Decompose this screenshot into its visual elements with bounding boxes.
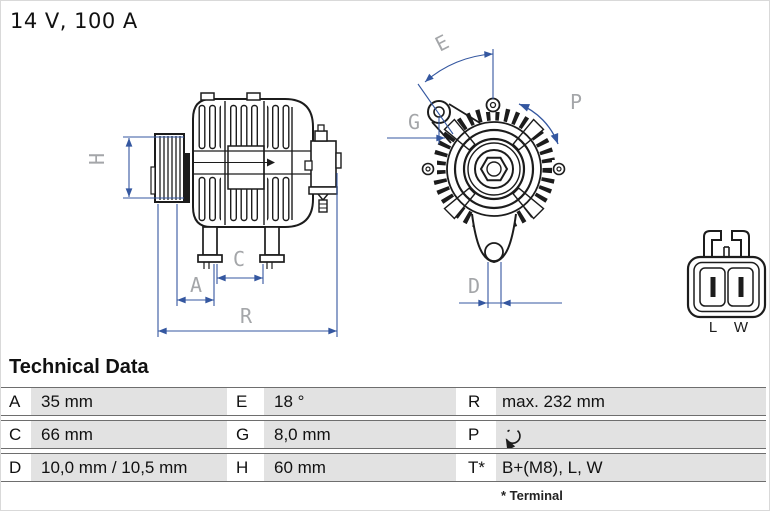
- front-view-drawing: [420, 97, 569, 264]
- table-row: D 10,0 mm / 10,5 mm H 60 mm T* B+(M8), L…: [1, 453, 766, 482]
- side-view-dimensions: [123, 136, 338, 337]
- page-title: 14 V, 100 A: [10, 9, 138, 33]
- spec-value: 18 °: [264, 388, 456, 415]
- spec-key: D: [1, 454, 31, 481]
- section-heading: Technical Data: [9, 356, 149, 378]
- dimension-label-r: R: [240, 304, 253, 328]
- connector-terminal-label-w: W: [734, 319, 749, 336]
- dimension-label-p: P: [570, 90, 582, 114]
- spec-key: A: [1, 388, 31, 415]
- terminal-footnote: * Terminal: [501, 488, 563, 503]
- spec-key: G: [227, 421, 264, 448]
- connector-diagram: [686, 230, 767, 319]
- spec-key: C: [1, 421, 31, 448]
- spec-value: 66 mm: [31, 421, 227, 448]
- spec-value: 10,0 mm / 10,5 mm: [31, 454, 227, 481]
- spec-value: max. 232 mm: [496, 388, 766, 415]
- dimension-label-c: C: [233, 247, 245, 271]
- dimension-label-h: H: [85, 153, 109, 165]
- dimension-label-d: D: [468, 274, 480, 298]
- dimension-label-e: E: [431, 30, 453, 57]
- dimension-label-a: A: [190, 273, 202, 297]
- connector-terminal-label-l: L: [709, 319, 717, 336]
- alternator-technical-drawing: H A C R: [85, 30, 767, 337]
- spec-value: 35 mm: [31, 388, 227, 415]
- side-view-drawing: [150, 92, 342, 269]
- technical-data-table: A 35 mm E 18 ° R max. 232 mm C 66 mm G 8…: [1, 387, 766, 486]
- spec-key: H: [227, 454, 264, 481]
- front-view-dimensions: [387, 49, 562, 308]
- dimension-label-g: G: [408, 110, 420, 134]
- spec-key: P: [456, 421, 496, 448]
- table-row: C 66 mm G 8,0 mm P: [1, 420, 766, 449]
- spec-key: T*: [456, 454, 496, 481]
- spec-value: 8,0 mm: [264, 421, 456, 448]
- table-row: A 35 mm E 18 ° R max. 232 mm: [1, 387, 766, 416]
- spec-key: R: [456, 388, 496, 415]
- spec-key: E: [227, 388, 264, 415]
- spec-value: [496, 421, 766, 448]
- clockwise-rotation-icon: [505, 428, 521, 448]
- spec-value: 60 mm: [264, 454, 456, 481]
- spec-value: B+(M8), L, W: [496, 454, 766, 481]
